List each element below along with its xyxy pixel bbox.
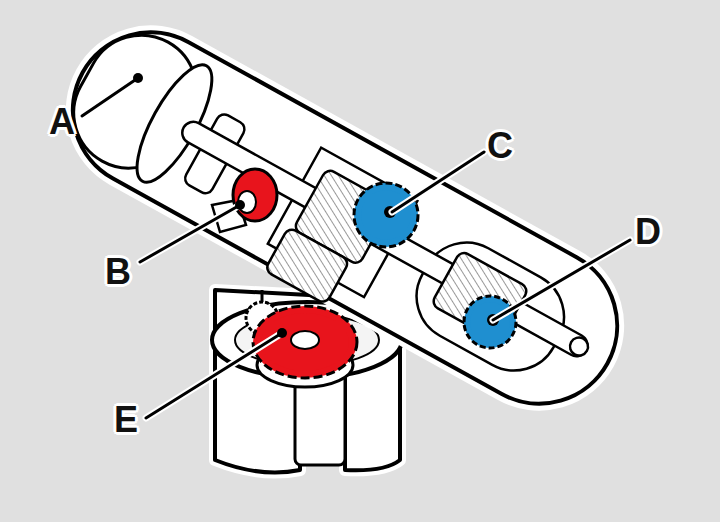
red-gear xyxy=(253,306,357,387)
blue-gear xyxy=(354,183,418,247)
leader-lines xyxy=(82,73,630,418)
callout-letter: C xyxy=(487,128,513,164)
callout-letter: D xyxy=(635,214,661,250)
callout-letter: B xyxy=(105,254,131,290)
callout-letter: E xyxy=(114,402,138,438)
callout-letter: A xyxy=(49,104,75,140)
housing xyxy=(41,4,645,437)
red-collar xyxy=(212,169,277,232)
blue-gear xyxy=(464,296,516,348)
